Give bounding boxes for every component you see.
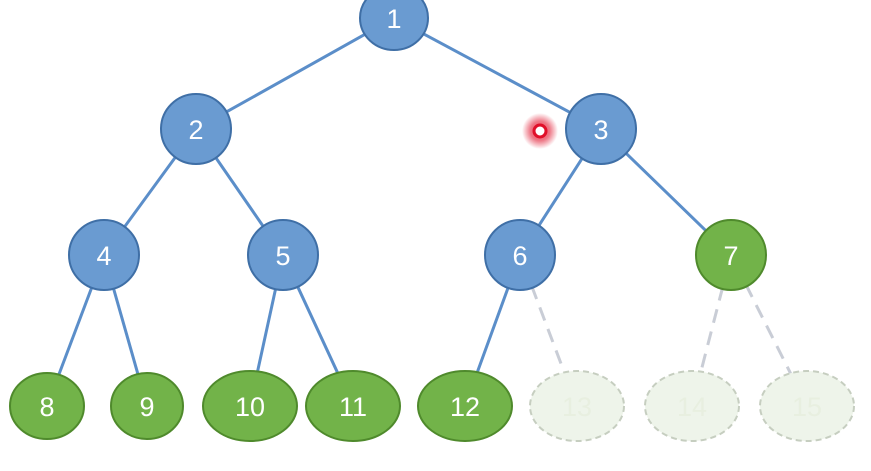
node-11-shape — [305, 370, 401, 442]
edge-1-2 — [224, 31, 369, 115]
tree-node-1: 1 — [359, 0, 429, 51]
node-15-shape — [759, 370, 855, 442]
node-14-shape — [644, 370, 740, 442]
node-2-shape — [160, 93, 232, 165]
tree-node-4: 4 — [68, 219, 140, 291]
tree-node-13: 13 — [529, 370, 625, 442]
edge-3-6 — [536, 155, 585, 229]
edge-7-15 — [744, 283, 794, 378]
edge-2-5 — [213, 155, 266, 229]
node-8-label: 8 — [39, 392, 54, 422]
node-9-shape — [110, 372, 184, 440]
node-1-label: 1 — [386, 4, 401, 34]
node-6-shape — [484, 219, 556, 291]
tree-node-8: 8 — [9, 372, 85, 440]
node-13-label: 13 — [562, 392, 592, 422]
tree-node-14: 14 — [644, 370, 740, 442]
tree-node-6: 6 — [484, 219, 556, 291]
tree-node-11: 11 — [305, 370, 401, 442]
edge-5-10 — [255, 286, 278, 375]
edge-4-8 — [56, 285, 94, 378]
tree-node-10: 10 — [202, 370, 298, 442]
tree-node-5: 5 — [247, 219, 319, 291]
tree-node-3: 3 — [565, 93, 637, 165]
node-12-label: 12 — [450, 392, 480, 422]
node-10-label: 10 — [235, 392, 265, 422]
node-5-shape — [247, 219, 319, 291]
edge-7-14 — [698, 286, 725, 375]
tree-node-7: 7 — [695, 219, 767, 291]
node-7-shape — [695, 219, 767, 291]
edge-1-3 — [419, 30, 573, 115]
node-5-label: 5 — [275, 241, 290, 271]
edges-layer — [56, 30, 794, 378]
node-11-label: 11 — [339, 392, 367, 422]
node-9-label: 9 — [139, 392, 154, 422]
node-6-label: 6 — [512, 241, 527, 271]
node-14-label: 14 — [677, 392, 707, 422]
edge-2-4 — [122, 154, 178, 230]
edge-5-11 — [295, 284, 341, 377]
edge-3-7 — [623, 150, 709, 234]
node-8-shape — [9, 372, 85, 440]
laser-pointer-core — [532, 123, 548, 139]
node-2-label: 2 — [188, 115, 203, 145]
edge-6-12 — [474, 285, 511, 376]
node-1-shape — [359, 0, 429, 51]
node-4-label: 4 — [96, 241, 111, 271]
node-12-shape — [417, 370, 513, 442]
tree-node-12: 12 — [417, 370, 513, 442]
tree-node-15: 15 — [759, 370, 855, 442]
tree-node-9: 9 — [110, 372, 184, 440]
node-7-label: 7 — [723, 241, 738, 271]
node-3-shape — [565, 93, 637, 165]
edge-4-9 — [111, 286, 140, 377]
node-13-shape — [529, 370, 625, 442]
node-4-shape — [68, 219, 140, 291]
node-3-label: 3 — [593, 115, 608, 145]
edge-6-13 — [530, 285, 567, 376]
node-10-shape — [202, 370, 298, 442]
laser-pointer-icon — [522, 113, 558, 149]
node-15-label: 15 — [792, 392, 822, 422]
tree-node-2: 2 — [160, 93, 232, 165]
